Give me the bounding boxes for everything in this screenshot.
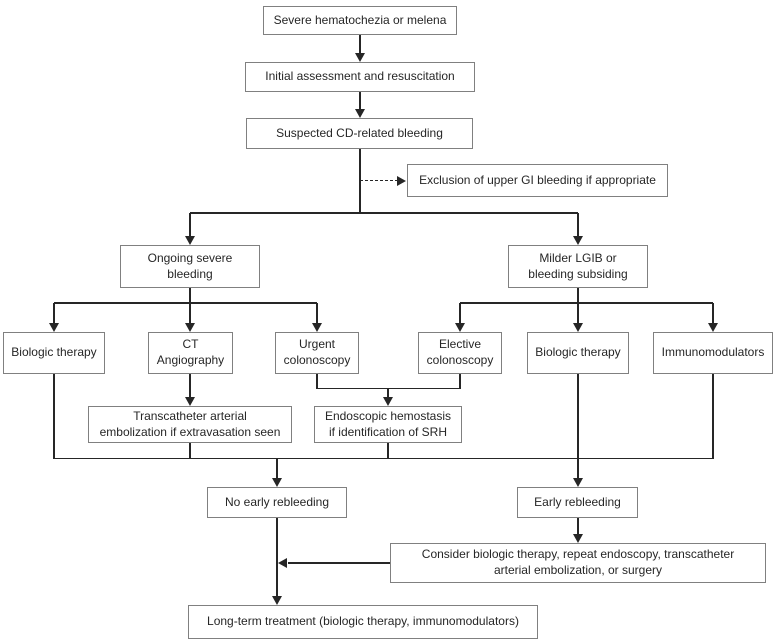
- arrowhead-to-ct-angiography: [185, 323, 195, 332]
- connector-split-to-ongoing: [189, 213, 191, 237]
- node-biologic-therapy-left: Biologic therapy: [3, 332, 105, 374]
- node-severe-hematochezia: Severe hematochezia or melena: [263, 6, 457, 35]
- connector-tae-to-bus: [189, 443, 191, 459]
- connector-no-rebleeding-to-longterm: [276, 518, 278, 597]
- connector-severe-to-initial: [359, 35, 361, 54]
- connector-elective-down: [459, 374, 461, 389]
- connector-right-split: [460, 302, 713, 304]
- connector-to-immunomodulators: [712, 303, 714, 324]
- connector-milder-stem: [577, 288, 579, 304]
- arrowhead-to-consider: [573, 534, 583, 543]
- node-exclusion-upper-gi: Exclusion of upper GI bleeding if approp…: [407, 164, 668, 197]
- connector-ct-to-tae: [189, 374, 191, 398]
- arrowhead-to-elective-colonoscopy: [455, 323, 465, 332]
- connector-immuno-to-bus: [712, 374, 714, 459]
- connector-endoscopic-to-bus: [387, 443, 389, 459]
- node-suspected-cd-bleeding: Suspected CD-related bleeding: [246, 118, 473, 149]
- connector-merge-bus: [54, 457, 713, 459]
- arrowhead-to-biologic-left: [49, 323, 59, 332]
- node-urgent-colonoscopy: Urgent colonoscopy: [275, 332, 359, 374]
- node-ct-angiography: CT Angiography: [148, 332, 233, 374]
- arrowhead-to-ongoing: [185, 236, 195, 245]
- arrowhead-to-biologic-right: [573, 323, 583, 332]
- connector-biologic-left-to-bus: [53, 374, 55, 459]
- connector-left-split: [54, 302, 317, 304]
- connector-to-early-rebleeding: [577, 374, 579, 479]
- connector-ongoing-stem: [189, 288, 191, 304]
- connector-dashed-to-exclusion: [360, 180, 398, 182]
- node-long-term-treatment: Long-term treatment (biologic therapy, i…: [188, 605, 538, 639]
- arrowhead-to-immunomodulators: [708, 323, 718, 332]
- connector-to-urgent-colonoscopy: [316, 303, 318, 324]
- connector-to-ct-angiography: [189, 303, 191, 324]
- arrowhead-to-urgent-colonoscopy: [312, 323, 322, 332]
- node-immunomodulators: Immunomodulators: [653, 332, 773, 374]
- node-endoscopic-hemostasis: Endoscopic hemostasis if identification …: [314, 406, 462, 443]
- arrowhead-severe-to-initial: [355, 53, 365, 62]
- connector-merge-to-endoscopic: [387, 388, 389, 398]
- connector-to-biologic-right: [577, 303, 579, 324]
- arrowhead-to-longterm: [272, 596, 282, 605]
- node-milder-lgib: Milder LGIB or bleeding subsiding: [508, 245, 648, 288]
- arrowhead-to-no-rebleeding: [272, 478, 282, 487]
- arrowhead-to-exclusion: [397, 176, 406, 186]
- connector-to-biologic-left: [53, 303, 55, 324]
- arrowhead-initial-to-suspected: [355, 109, 365, 118]
- node-early-rebleeding: Early rebleeding: [517, 487, 638, 518]
- arrowhead-to-milder: [573, 236, 583, 245]
- connector-main-split: [190, 212, 578, 214]
- node-ongoing-severe-bleeding: Ongoing severe bleeding: [120, 245, 260, 288]
- connector-to-elective-colonoscopy: [459, 303, 461, 324]
- node-initial-assessment: Initial assessment and resuscitation: [245, 62, 475, 92]
- connector-initial-to-suspected: [359, 92, 361, 110]
- node-no-early-rebleeding: No early rebleeding: [207, 487, 347, 518]
- connector-urgent-down: [316, 374, 318, 389]
- arrowhead-ct-to-tae: [185, 397, 195, 406]
- node-elective-colonoscopy: Elective colonoscopy: [418, 332, 502, 374]
- arrowhead-to-endoscopic: [383, 397, 393, 406]
- connector-consider-return: [288, 562, 390, 564]
- arrowhead-consider-return: [278, 558, 287, 568]
- connector-suspected-stem: [359, 149, 361, 214]
- connector-early-to-consider: [577, 518, 579, 535]
- node-biologic-therapy-right: Biologic therapy: [527, 332, 629, 374]
- connector-bus-to-no-rebleeding: [276, 458, 278, 479]
- connector-split-to-milder: [577, 213, 579, 237]
- node-transcatheter-embolization: Transcatheter arterial embolization if e…: [88, 406, 292, 443]
- arrowhead-to-early-rebleeding: [573, 478, 583, 487]
- node-consider-rescue-options: Consider biologic therapy, repeat endosc…: [390, 543, 766, 583]
